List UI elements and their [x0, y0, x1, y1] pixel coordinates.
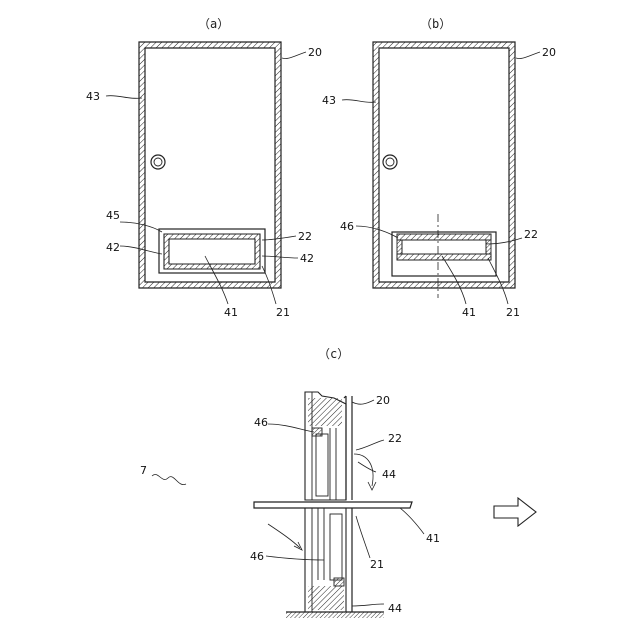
ref-21: 21 [370, 558, 384, 571]
door-wall-upper-hatch [308, 398, 342, 426]
panel-b: （b） 20 43 46 22 41 21 [322, 17, 556, 319]
ref-46-bottom: 46 [250, 550, 264, 563]
ref-44-bottom: 44 [388, 602, 402, 615]
ref-22: 22 [524, 228, 538, 241]
plate-22-body [402, 240, 486, 254]
panel-a: （a） 20 43 45 42 22 42 41 21 [86, 17, 322, 319]
cavity-lower [330, 514, 342, 580]
plate-41 [254, 502, 412, 508]
ref-41: 41 [462, 306, 476, 319]
panel-a-label: （a） [198, 17, 229, 31]
break-mark [152, 474, 186, 484]
knob-circle-icon [383, 155, 397, 169]
door-wall-lower-hatch [308, 586, 344, 610]
ref-42-right: 42 [300, 252, 314, 265]
ref-43: 43 [322, 94, 336, 107]
ground-hatch [286, 612, 384, 618]
plate-22 [164, 234, 260, 269]
ref-45: 45 [106, 209, 120, 222]
rotation-arrow-upper [354, 454, 373, 486]
ref-42-left: 42 [106, 241, 120, 254]
ref-20: 20 [542, 46, 556, 59]
cavity-upper [316, 434, 328, 496]
ref-41: 41 [426, 532, 440, 545]
ref-21: 21 [506, 306, 520, 319]
ref-44-mid: 44 [382, 468, 396, 481]
door-43-frame [373, 42, 515, 288]
ref-22: 22 [388, 432, 402, 445]
panel-c-label: （c） [318, 347, 349, 361]
ref-46: 46 [340, 220, 354, 233]
knob-circle-icon [151, 155, 165, 169]
ref-20: 20 [308, 46, 322, 59]
rotation-arrow-lower [268, 524, 300, 548]
plate-22-top [397, 234, 491, 240]
ref-46-top: 46 [254, 416, 268, 429]
right-arrow-outline-icon [494, 498, 536, 526]
gasket-lower [334, 578, 344, 586]
ref-22: 22 [298, 230, 312, 243]
plate-22-side-right [486, 240, 491, 254]
panel-c: （c） 7 [140, 347, 536, 618]
ref-41: 41 [224, 306, 238, 319]
plate-22-side-left [397, 240, 402, 254]
panel-b-label: （b） [420, 17, 451, 31]
ref-21: 21 [276, 306, 290, 319]
ref-20: 20 [376, 394, 390, 407]
ref-7: 7 [140, 464, 147, 477]
ref-43: 43 [86, 90, 100, 103]
